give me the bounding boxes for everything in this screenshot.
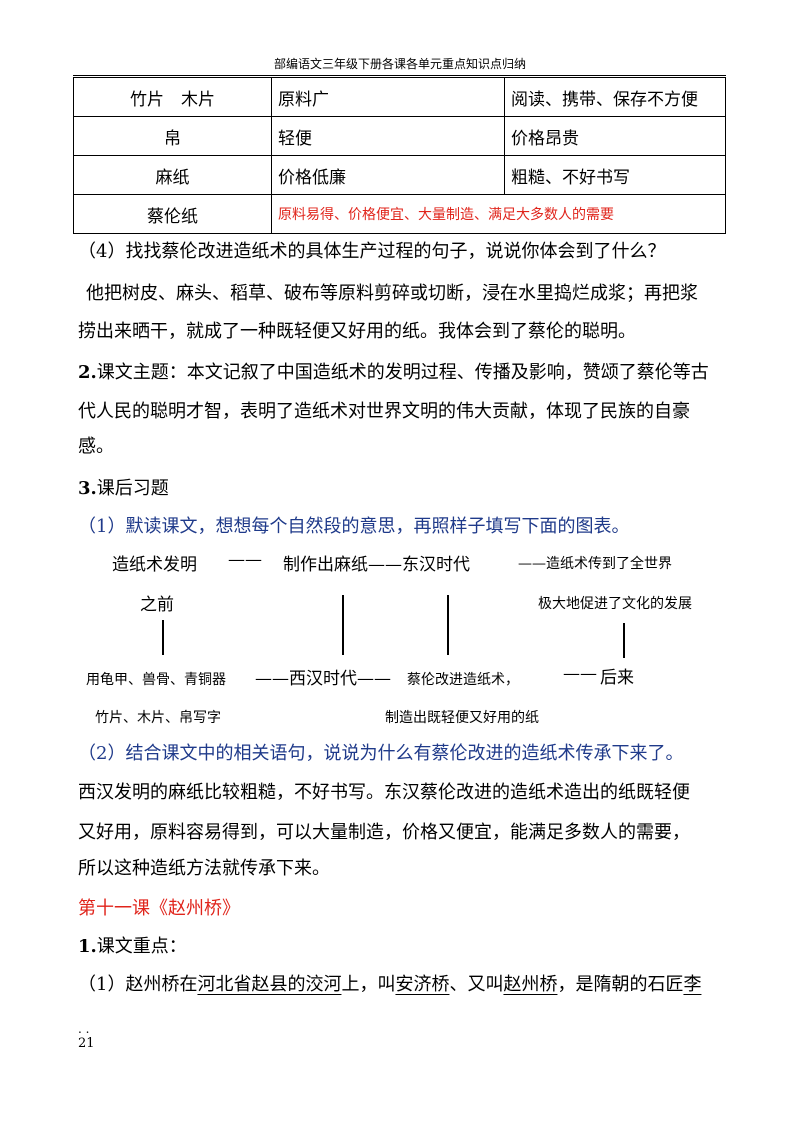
sentence-text: （1）赵州桥在	[78, 974, 198, 995]
exercise-answer-line: 西汉发明的麻纸比较粗糙，不好书写。东汉蔡伦改进的造纸术造出的纸既轻便	[78, 782, 690, 803]
table-cell-merged: 原料易得、价格便宜、大量制造、满足大多数人的需要	[271, 194, 726, 234]
table-row: 帛 轻便 价格昂贵	[73, 116, 726, 156]
diagram-label: ——造纸术传到了全世界	[518, 556, 672, 572]
underlined-term: 河北省赵县的洨河	[197, 974, 342, 995]
theme-line: 2.课文主题：本文记叙了中国造纸术的发明过程、传播及影响，赞颂了蔡伦等古	[78, 358, 709, 384]
theme-line: 代人民的聪明才智，表明了造纸术对世界文明的伟大贡献，体现了民族的自豪	[78, 401, 690, 422]
diagram-label: 造纸术发明	[112, 555, 197, 575]
diagram-connector: ——	[228, 550, 262, 570]
exercise-q1: （1）默读课文，想想每个自然段的意思，再照样子填写下面的图表。	[78, 516, 630, 537]
diagram-label: 制作出麻纸——东汉时代	[283, 555, 470, 575]
exercise-answer-line: 又好用，原料容易得到，可以大量制造，价格又便宜，能满足多数人的需要，	[78, 822, 690, 843]
diagram-label: 制造出既轻便又好用的纸	[385, 710, 539, 726]
table-cell: 粗糙、不好书写	[504, 155, 726, 195]
diagram-connector: ——	[563, 664, 597, 684]
table-cell: 轻便	[271, 116, 505, 156]
q4-answer-line: 他把树皮、麻头、稻草、破布等原料剪碎或切断，浸在水里捣烂成浆；再把浆	[86, 283, 698, 304]
lesson-sentence: （1）赵州桥在河北省赵县的洨河上，叫安济桥、又叫赵州桥，是隋朝的石匠李	[78, 970, 701, 996]
table-cell: 蔡伦纸	[73, 194, 272, 234]
table-cell: 价格低廉	[271, 155, 505, 195]
diagram-connector-line	[162, 620, 164, 655]
diagram-label: ——西汉时代——	[255, 669, 391, 689]
table-cell: 竹片 木片	[73, 77, 272, 117]
theme-label: 2.	[78, 362, 97, 383]
sentence-text: 、又叫	[449, 974, 504, 995]
diagram-label: 竹片、木片、帛写字	[95, 710, 221, 726]
focus-label: 1.	[78, 936, 97, 957]
diagram-label: 蔡伦改进造纸术，	[407, 672, 519, 688]
theme-text: 课文主题：本文记叙了中国造纸术的发明过程、传播及影响，赞颂了蔡伦等古	[96, 362, 709, 383]
table-row: 蔡伦纸 原料易得、价格便宜、大量制造、满足大多数人的需要	[73, 194, 726, 234]
diagram-label: 之前	[140, 595, 174, 615]
table-cell: 麻纸	[73, 155, 272, 195]
exercise-answer-line: 所以这种造纸方法就传承下来。	[78, 858, 330, 879]
header-rule	[73, 75, 726, 76]
q4-answer-line: 捞出来晒干，就成了一种既轻便又好用的纸。我体会到了蔡伦的聪明。	[78, 321, 636, 342]
table-cell: 价格昂贵	[504, 116, 726, 156]
table-row: 竹片 木片 原料广 阅读、携带、保存不方便	[73, 77, 726, 117]
table-cell: 帛	[73, 116, 272, 156]
diagram-label: 后来	[600, 668, 634, 688]
diagram-label: 用龟甲、兽骨、青铜器	[86, 672, 226, 688]
table-cell: 原料广	[271, 77, 505, 117]
comparison-table: 竹片 木片 原料广 阅读、携带、保存不方便 帛 轻便 价格昂贵 麻纸 价格低廉 …	[73, 77, 726, 234]
header-title: 部编语文三年级下册各课各单元重点知识点归纳	[273, 57, 526, 71]
underlined-term: 安济桥	[395, 974, 450, 995]
table-row: 麻纸 价格低廉 粗糙、不好书写	[73, 155, 726, 195]
footer-dots: . .	[78, 1022, 90, 1036]
theme-line: 感。	[78, 436, 114, 457]
diagram-connector-line	[447, 595, 449, 655]
q4-question: （4）找找蔡伦改进造纸术的具体生产过程的句子，说说你体会到了什么？	[78, 241, 666, 262]
lesson-focus: 1.课文重点：	[78, 932, 187, 958]
underlined-term: 赵州桥	[503, 974, 558, 995]
sentence-text: ，是隋朝的石匠	[557, 974, 684, 995]
table-cell: 阅读、携带、保存不方便	[504, 77, 726, 117]
focus-text: 课文重点：	[96, 936, 187, 957]
exercises-title: 3.课后习题	[78, 474, 169, 500]
page-number: 21	[78, 1036, 95, 1051]
exercises-label: 3.	[78, 478, 97, 499]
diagram-connector-line	[623, 623, 625, 658]
underlined-term: 李	[683, 974, 702, 995]
exercise-q2: （2）结合课文中的相关语句，说说为什么有蔡伦改进的造纸术传承下来了。	[78, 743, 684, 764]
diagram-label: 极大地促进了文化的发展	[538, 596, 692, 612]
diagram-connector-line	[342, 595, 344, 655]
exercises-text: 课后习题	[96, 478, 169, 499]
lesson-title: 第十一课《赵州桥》	[78, 898, 240, 919]
sentence-text: 上，叫	[341, 974, 396, 995]
